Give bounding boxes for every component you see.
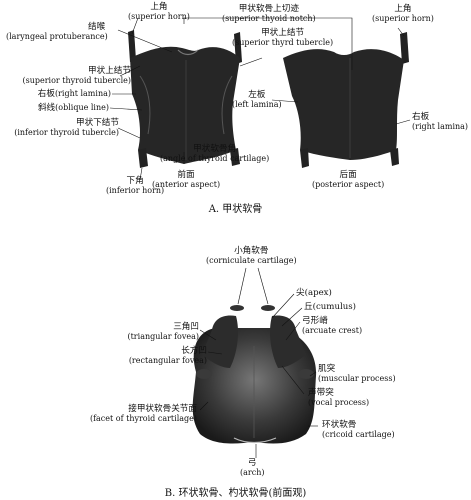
label-apex: 尖(apex): [296, 288, 332, 298]
label-superior-horn-right: 上角 (superior horn): [372, 4, 434, 23]
label-posterior-aspect: 后面 (posterior aspect): [312, 170, 385, 189]
label-thyroid-facet: 接甲状软骨关节面 (facet of thyroid cartilage): [89, 404, 197, 423]
label-thyroid-angle: 甲状软骨角 (angle of thyroid cartilage): [160, 144, 270, 163]
caption-panel-b: B. 环状软骨、杓状软骨(前面观): [164, 488, 307, 499]
label-vocal-process: 声带突 (vocal process): [308, 388, 370, 407]
label-muscular-process: 肌突 (muscular process): [318, 364, 396, 383]
label-superior-horn-left: 上角 (superior horn): [128, 2, 190, 21]
label-left-lamina: 左板 (left lamina): [232, 90, 282, 109]
label-superior-tubercle-mid: 甲状上结节 (superior thyrd tubercle): [232, 28, 334, 47]
thyroid-anterior-drawing: [128, 30, 242, 168]
label-arcuate-crest: 弓形嵴 (arcuate crest): [302, 316, 363, 335]
panel-b-leaders: [199, 267, 318, 458]
label-cumulus: 丘(cumulus): [304, 302, 357, 312]
label-arch: 弓 (arch): [240, 458, 265, 477]
panel-a-leaders: [109, 17, 411, 181]
label-laryngeal-prominence-en: (laryngeal protuberance): [6, 32, 108, 41]
label-inferior-horn: 下角 (inferior horn): [106, 176, 165, 195]
label-superior-thyroid-notch: 甲状软骨上切迹 (superior thyoid notch): [222, 4, 316, 23]
label-triangular-fovea: 三角凹 (triangular fovea): [127, 322, 199, 341]
label-laryngeal-prominence: 结喉: [88, 22, 106, 32]
label-oblique-line: 斜线(oblique line): [37, 103, 109, 113]
label-right-lamina-left: 右板(right lamina): [37, 89, 111, 99]
label-superior-tubercle-left: 甲状上结节 (superior thyroid tubercle): [22, 66, 132, 85]
label-rectangular-fovea: 长方凹 (rectangular fovea): [128, 346, 207, 365]
label-cricoid: 环状软骨 (cricoid cartilage): [322, 420, 395, 439]
cricoid-drawing: [192, 305, 317, 444]
label-anterior-aspect: 前面 (anterior aspect): [152, 170, 221, 189]
label-inferior-tubercle: 甲状下结节 (inferior thyroid tubercle): [14, 118, 119, 137]
caption-panel-a: A. 甲状软骨: [208, 204, 263, 215]
thyroid-posterior-drawing: [283, 32, 409, 168]
label-right-lamina-right: 右板 (right lamina): [412, 112, 469, 131]
label-corniculate: 小角软骨 (corniculate cartilage): [206, 246, 297, 265]
